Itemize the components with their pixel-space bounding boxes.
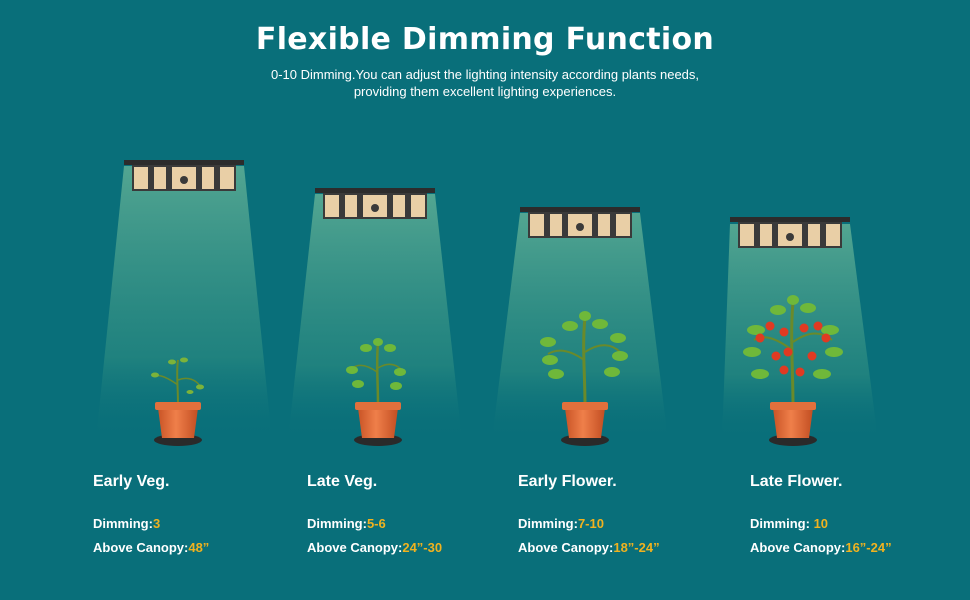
- flower-pot: [769, 402, 817, 446]
- stage-1-illustration: [96, 160, 272, 446]
- light-beam: [722, 224, 878, 440]
- canopy-value: 18”-24”: [613, 540, 660, 555]
- flower-pot: [561, 402, 609, 446]
- dimming-value: 5-6: [366, 516, 386, 531]
- canopy-value: 24”-30: [402, 540, 443, 555]
- grow-light-fixture: [730, 217, 850, 248]
- page-title: Flexible Dimming Function: [255, 22, 715, 57]
- dimming-label: Dimming:: [93, 516, 153, 531]
- dimming-label: Dimming:: [307, 516, 367, 531]
- stage-4-canopy: Above Canopy:16”-24”: [750, 540, 892, 555]
- light-beam: [492, 213, 668, 440]
- stage-2-illustration: [288, 188, 462, 446]
- stage-3-illustration: [492, 207, 668, 446]
- grow-light-fixture: [124, 160, 244, 191]
- dimming-value: 7-10: [577, 516, 604, 531]
- canopy-label: Above Canopy:: [307, 540, 403, 555]
- young-plant: [346, 338, 406, 406]
- stage-3-canopy: Above Canopy:18”-24”: [518, 540, 660, 555]
- subtitle-line-1: 0-10 Dimming.You can adjust the lighting…: [270, 67, 700, 82]
- stage-4-title: Late Flower.: [750, 473, 843, 490]
- canopy-value: 16”-24”: [845, 540, 892, 555]
- grow-light-fixture: [520, 207, 640, 238]
- subtitle-line-2: providing them excellent lighting experi…: [353, 84, 617, 99]
- stage-4-dimming: Dimming: 10: [750, 516, 828, 531]
- light-beam: [96, 166, 272, 440]
- stage-2-dimming: Dimming:5-6: [307, 516, 386, 531]
- dimming-label: Dimming:: [750, 516, 814, 531]
- canopy-label: Above Canopy:: [750, 540, 846, 555]
- flower-pot: [354, 402, 402, 446]
- dimming-value: 10: [813, 516, 829, 531]
- seedling-plant: [151, 357, 204, 406]
- dimming-value: 3: [152, 516, 161, 531]
- stage-2-canopy: Above Canopy:24”-30: [307, 540, 442, 555]
- flowering-plant: [540, 311, 628, 406]
- grow-light-fixture: [315, 188, 435, 219]
- stage-1-dimming: Dimming:3: [93, 516, 160, 531]
- stage-4-illustration: [722, 217, 878, 446]
- stage-1-canopy: Above Canopy:48”: [93, 540, 209, 555]
- light-beam: [288, 194, 462, 440]
- stage-3-dimming: Dimming:7-10: [518, 516, 604, 531]
- canopy-value: 48”: [188, 540, 210, 555]
- canopy-label: Above Canopy:: [518, 540, 614, 555]
- fruiting-tomato-plant: [743, 295, 843, 406]
- stage-3-title: Early Flower.: [518, 473, 617, 490]
- stage-1-title: Early Veg.: [93, 473, 170, 490]
- page-subtitle: 0-10 Dimming.You can adjust the lighting…: [0, 66, 970, 100]
- flower-pot: [154, 402, 202, 446]
- dimming-label: Dimming:: [518, 516, 578, 531]
- stage-2-title: Late Veg.: [307, 473, 378, 490]
- canopy-label: Above Canopy:: [93, 540, 189, 555]
